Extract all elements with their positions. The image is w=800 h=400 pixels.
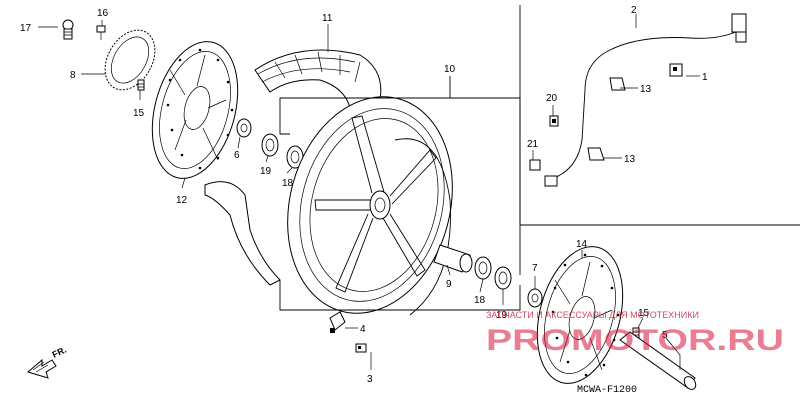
callout-15-upper: 15 — [133, 108, 145, 119]
diagram-code: MCWA-F1200 — [577, 385, 637, 396]
part-5-axle — [619, 331, 697, 390]
part-12-brake-disc-left — [151, 41, 239, 179]
callout-19-right: 19 — [496, 310, 508, 321]
part-17-bolt — [62, 19, 74, 40]
watermark: ЗАПЧАСТИ И АКСЕССУАРЫ ДЛЯ МОТОТЕХНИКИ PR… — [486, 310, 784, 357]
callout-1: 1 — [702, 72, 708, 83]
part-1-clamp — [669, 63, 683, 77]
callout-20: 20 — [546, 93, 558, 104]
part-19-bearing-left — [261, 133, 279, 157]
part-10-wheel-rim — [287, 96, 453, 316]
direction-label: FR. — [51, 345, 68, 360]
part-3-clip — [355, 343, 367, 353]
part-7-collar — [527, 288, 543, 308]
callout-13-lower: 13 — [624, 154, 636, 165]
callout-2: 2 — [631, 5, 637, 16]
part-15-bolt-upper — [137, 79, 145, 91]
callout-12: 12 — [176, 195, 188, 206]
part-6-collar — [236, 118, 252, 138]
callout-6: 6 — [234, 150, 240, 161]
callout-9: 9 — [446, 279, 452, 290]
callout-21: 21 — [527, 139, 539, 150]
part-11-tire — [254, 49, 382, 109]
callout-10: 10 — [444, 64, 456, 75]
callout-5: 5 — [662, 330, 668, 341]
part-20-bolt — [549, 115, 559, 127]
part-2-abs-sensor-cable — [547, 13, 747, 183]
callout-19-left: 19 — [260, 166, 272, 177]
part-16-screw — [96, 25, 106, 40]
watermark-tagline: ЗАПЧАСТИ И АКСЕССУАРЫ ДЛЯ МОТОТЕХНИКИ — [486, 310, 699, 320]
part-8-pulser-ring — [104, 29, 156, 91]
callout-18-right: 18 — [474, 295, 486, 306]
fender-piece — [204, 181, 281, 286]
callout-4: 4 — [360, 324, 366, 335]
callout-3: 3 — [367, 374, 373, 385]
part-21-bolt — [529, 159, 558, 187]
callout-11: 11 — [322, 13, 333, 24]
callout-18-left: 18 — [282, 178, 294, 189]
callout-14: 14 — [576, 239, 588, 250]
front-direction-arrow: FR. — [26, 345, 68, 379]
part-9-spacer — [433, 244, 473, 273]
part-13-clamp-upper — [609, 77, 626, 91]
callout-7: 7 — [532, 263, 538, 274]
part-19-bearing-right — [494, 266, 512, 290]
watermark-brand: PROMOTOR.RU — [486, 324, 784, 357]
callout-17: 17 — [20, 23, 32, 34]
callout-15-lower: 15 — [638, 308, 650, 319]
part-13-clamp-lower — [587, 147, 605, 161]
callout-13-upper: 13 — [640, 84, 652, 95]
callout-labels: 17 16 8 15 6 19 18 12 11 10 2 1 13 20 13… — [20, 5, 708, 385]
callout-8: 8 — [70, 70, 76, 81]
leader-lines — [38, 14, 700, 370]
callout-16: 16 — [97, 8, 109, 19]
part-4-air-valve — [329, 311, 346, 333]
part-18-seal-right — [474, 256, 492, 280]
part-14-brake-disc-right — [536, 246, 624, 384]
